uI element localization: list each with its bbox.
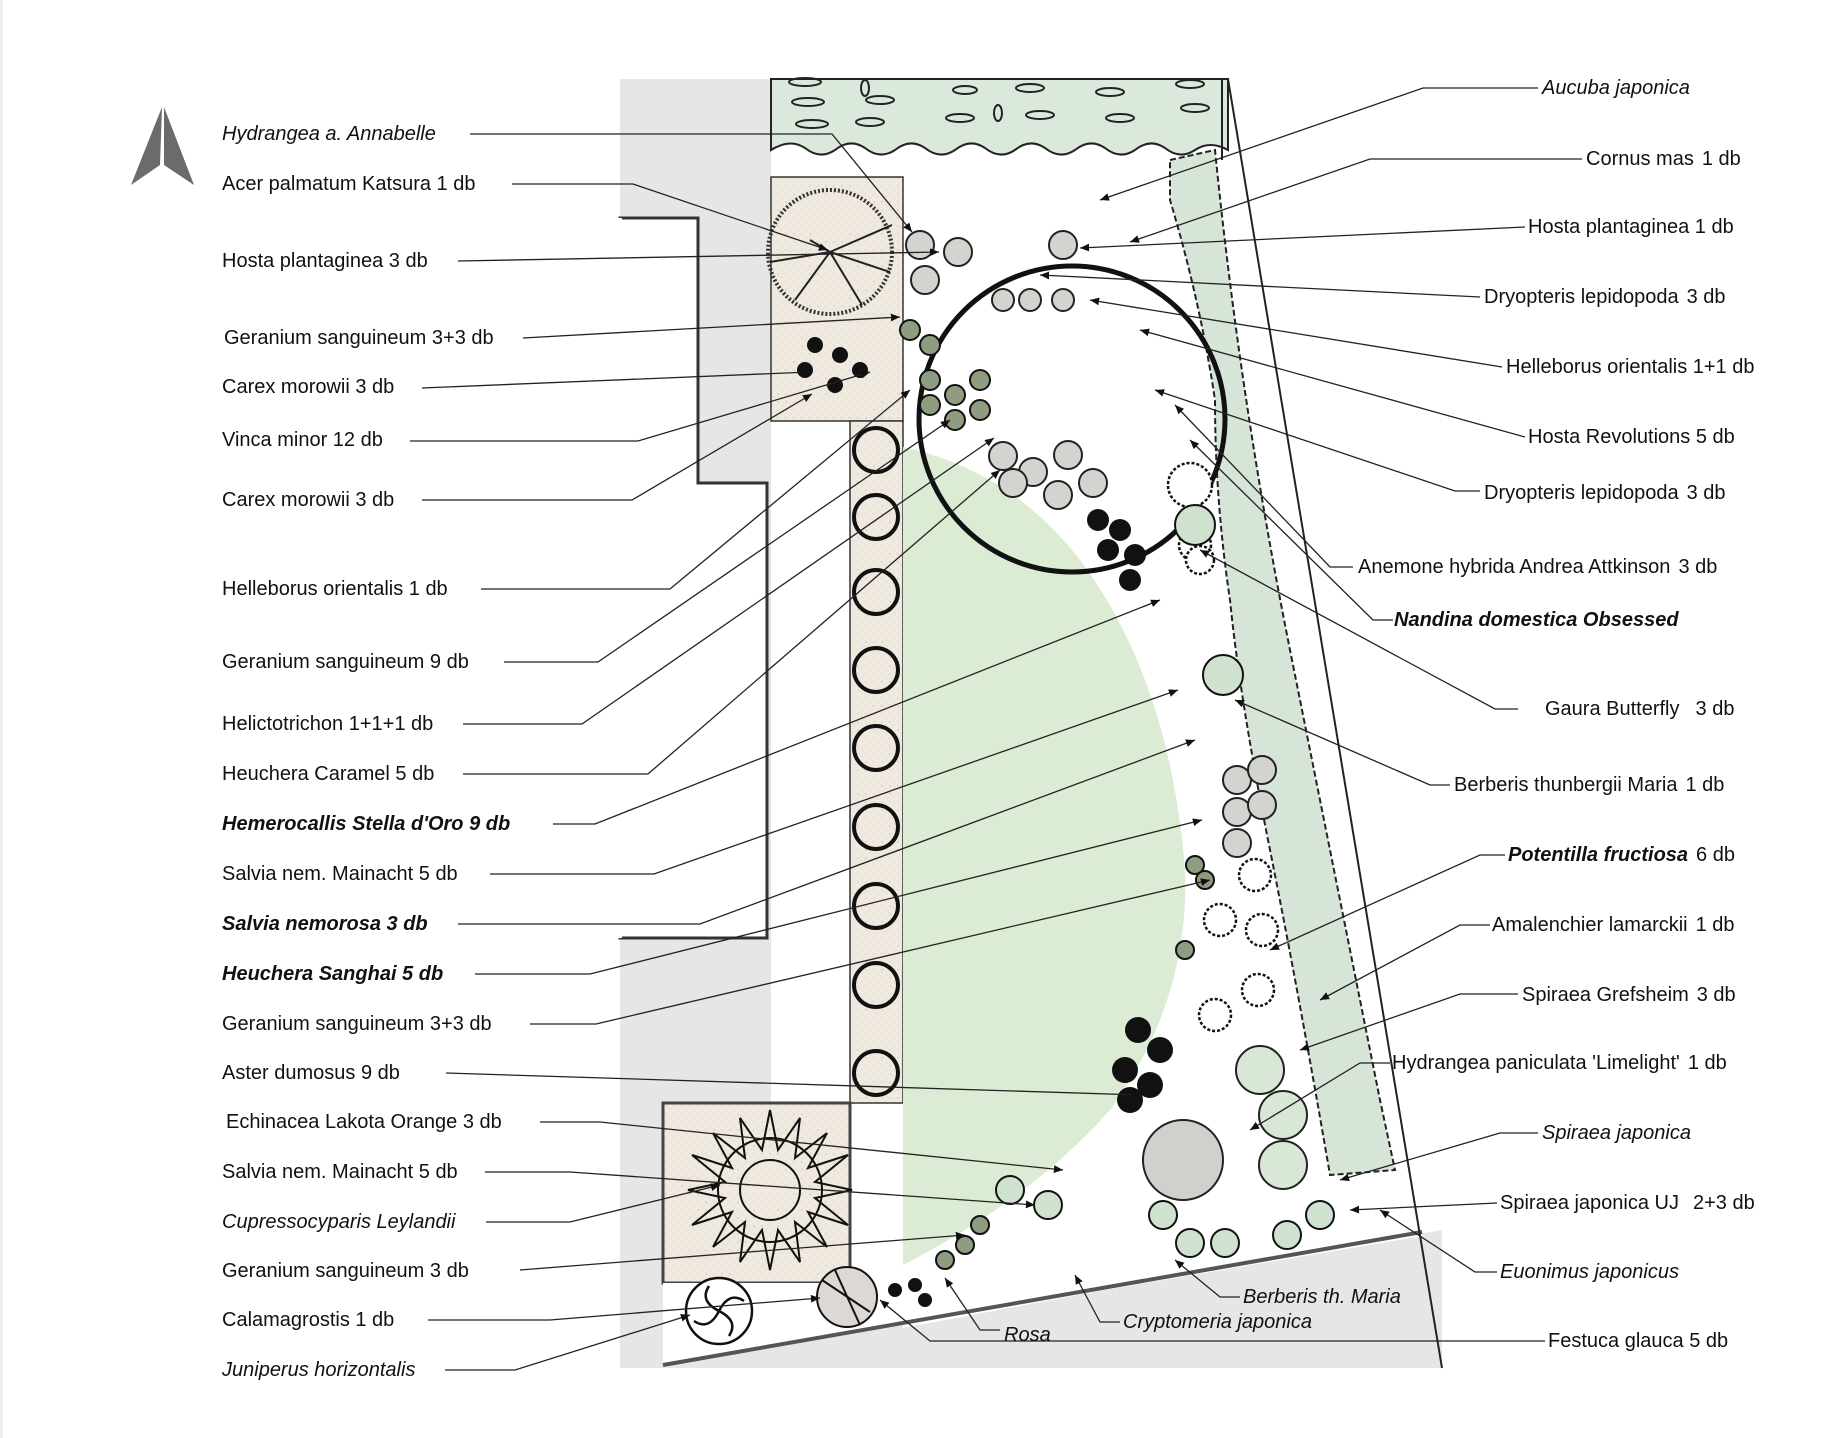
green-shrubs [995, 504, 1335, 1258]
plant-label: Euonimus japonicus [1500, 1261, 1679, 1283]
plant-quantity: 3 db [1686, 482, 1726, 504]
plant-name: Gaura Butterfly [1545, 698, 1680, 720]
plant-name: Euonimus japonicus [1500, 1261, 1679, 1283]
plant-label: Anemone hybrida Andrea Attkinson 3 db [1358, 556, 1717, 578]
plant-name: Festuca glauca 5 db [1548, 1330, 1729, 1352]
plant-quantity: 1 db [1695, 914, 1735, 936]
plant-label: Spiraea japonica [1542, 1122, 1691, 1144]
path-shrub-circles [852, 426, 900, 1097]
perennial-clusters [905, 230, 1308, 1201]
plant-quantity: 3 db [1686, 286, 1726, 308]
plant-quantity: 2+3 db [1693, 1192, 1755, 1214]
plant-label: Helleborus orientalis 1 db [222, 578, 448, 600]
boundary-right [1227, 78, 1443, 1369]
plant-label: Calamagrostis 1 db [222, 1309, 395, 1331]
plant-label: Salvia nem. Mainacht 5 db [222, 863, 458, 885]
plant-name: Spiraea japonica [1542, 1122, 1691, 1144]
plant-label: Vinca minor 12 db [222, 429, 383, 451]
plant-name: Dryopteris lepidopoda [1484, 482, 1679, 504]
plant-label: Hosta Revolutions 5 db [1528, 426, 1735, 448]
plant-name: Anemone hybrida Andrea Attkinson [1358, 556, 1671, 578]
plant-label: Geranium sanguineum 3+3 db [224, 327, 494, 349]
plant-label: Geranium sanguineum 3 db [222, 1260, 469, 1282]
plant-name: Amalenchier lamarckii [1492, 914, 1688, 936]
plant-name: Aucuba japonica [1542, 77, 1690, 99]
plant-name: Berberis thunbergii Maria [1454, 774, 1678, 796]
plant-label: Berberis th. Maria [1243, 1286, 1401, 1308]
plant-label: Amalenchier lamarckii 1 db [1492, 914, 1735, 936]
house-outline [614, 216, 769, 940]
leader-lines-right [879, 87, 1582, 1342]
plant-label: Spiraea japonica UJ 2+3 db [1500, 1192, 1755, 1214]
plant-label: Salvia nem. Mainacht 5 db [222, 1161, 458, 1183]
plant-label: Potentilla fructiosa 6 db [1508, 844, 1735, 866]
lawn [903, 447, 1186, 1265]
plant-name: Spiraea japonica UJ [1500, 1192, 1679, 1214]
plant-quantity: 1 db [1685, 774, 1725, 796]
plant-quantity: 3 db [1678, 556, 1718, 578]
plant-label: Geranium sanguineum 3+3 db [222, 1013, 492, 1035]
plant-label: Festuca glauca 5 db [1548, 1330, 1728, 1352]
plant-label: Aucuba japonica [1542, 77, 1690, 99]
plant-label: Hemerocallis Stella d'Oro 9 db [222, 813, 511, 835]
plant-label: Juniperus horizontalis [222, 1359, 416, 1381]
plant-label: Hosta plantaginea 3 db [222, 250, 428, 272]
plant-label: Cupressocyparis Leylandii [222, 1211, 456, 1233]
dark-star-plants [797, 337, 1173, 1307]
plant-label: Heuchera Sanghai 5 db [222, 963, 444, 985]
plant-label: Nandina domestica Obsessed [1394, 609, 1679, 631]
calamagrostis-symbol [816, 1266, 878, 1328]
bottom-edge [662, 1230, 1423, 1367]
plant-label: Carex morowii 3 db [222, 489, 395, 511]
plant-label: Berberis thunbergii Maria 1 db [1454, 774, 1724, 796]
flower-rings [1166, 461, 1280, 1033]
plant-label: Cornus mas 1 db [1586, 148, 1741, 170]
hedge-top [770, 78, 1229, 156]
plant-label: Acer palmatum Katsura 1 db [222, 173, 476, 195]
plant-label: Hosta plantaginea 1 db [1528, 216, 1734, 238]
plant-label: Echinacea Lakota Orange 3 db [226, 1111, 502, 1133]
plant-label: Aster dumosus 9 db [222, 1062, 400, 1084]
plant-name: Nandina domestica Obsessed [1394, 609, 1679, 631]
plant-label: Carex morowii 3 db [222, 376, 395, 398]
plant-name: Hosta Revolutions 5 db [1528, 426, 1735, 448]
plant-quantity: 1 db [1687, 1052, 1727, 1074]
north-arrow-icon [131, 107, 194, 185]
plant-name: Dryopteris lepidopoda [1484, 286, 1679, 308]
plant-label: Salvia nemorosa 3 db [222, 913, 428, 935]
plant-quantity: 3 db [1695, 698, 1735, 720]
feature-circle [916, 263, 1228, 575]
plant-name: Hydrangea paniculata 'Limelight' [1392, 1052, 1680, 1074]
plant-quantity: 1 db [1701, 148, 1741, 170]
plant-label: Geranium sanguineum 9 db [222, 651, 469, 673]
plant-label: Dryopteris lepidopoda 3 db [1484, 482, 1726, 504]
plant-quantity: 3 db [1696, 984, 1736, 1006]
plant-label: Hydrangea paniculata 'Limelight' 1 db [1392, 1052, 1727, 1074]
juniperus-symbol [684, 1276, 754, 1346]
dark-perennials [899, 319, 1215, 1270]
plant-label: Heuchera Caramel 5 db [222, 763, 435, 785]
plant-label: Rosa [1004, 1324, 1051, 1346]
plant-name: Helleborus orientalis 1+1 db [1506, 356, 1755, 378]
plant-name: Cornus mas [1586, 148, 1694, 170]
plant-label: Spiraea Grefsheim 3 db [1522, 984, 1736, 1006]
plant-name: Spiraea Grefsheim [1522, 984, 1689, 1006]
plant-label: Gaura Butterfly 3 db [1545, 698, 1734, 720]
acer-palmatum-symbol [766, 188, 894, 316]
plant-name: Hosta plantaginea 1 db [1528, 216, 1734, 238]
plant-label: Cryptomeria japonica [1123, 1311, 1312, 1333]
page-edge [0, 0, 3, 1438]
plant-label: Dryopteris lepidopoda 3 db [1484, 286, 1726, 308]
plant-label: Helleborus orientalis 1+1 db [1506, 356, 1755, 378]
plant-label: Helictotrichon 1+1+1 db [222, 713, 434, 735]
plant-quantity: 6 db [1696, 844, 1735, 866]
plant-label: Hydrangea a. Annabelle [222, 123, 436, 145]
plant-name: Potentilla fructiosa [1508, 844, 1689, 866]
leader-lines-left [410, 133, 1211, 1371]
hedge-leaf-marks [788, 77, 1210, 129]
